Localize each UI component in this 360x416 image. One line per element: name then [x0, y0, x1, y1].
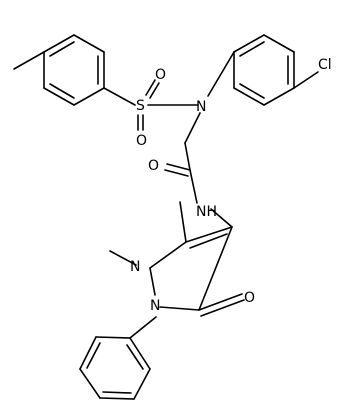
bond	[198, 226, 233, 311]
bond	[149, 267, 156, 296]
bond	[198, 293, 243, 311]
bond	[149, 241, 187, 269]
atom-label-ketone-oxygen: O	[244, 290, 255, 306]
bond	[102, 391, 132, 394]
atom-label-sulfonamide-nitrogen: N	[196, 99, 206, 115]
bond	[129, 337, 151, 370]
bond	[86, 342, 101, 369]
atom-label-sulfur: S	[136, 98, 145, 114]
atom-labels: Cl N S O O O NH N N O	[130, 57, 332, 314]
bond	[189, 169, 198, 204]
bond	[149, 82, 160, 99]
bond	[133, 368, 151, 400]
bond	[210, 208, 233, 228]
bond	[164, 169, 189, 177]
bond	[179, 201, 187, 243]
bond	[263, 87, 295, 106]
bond	[73, 87, 105, 106]
bond	[79, 336, 97, 370]
bond	[184, 112, 201, 144]
bond	[126, 344, 144, 370]
bond	[293, 71, 319, 89]
bond	[79, 368, 101, 399]
bond	[233, 87, 265, 106]
bond	[239, 41, 265, 57]
bond	[49, 41, 75, 57]
bond	[233, 34, 265, 53]
bond	[159, 306, 200, 311]
bond	[99, 397, 135, 400]
bond	[13, 51, 45, 70]
bond	[73, 34, 105, 53]
bond	[95, 336, 131, 339]
bond	[49, 83, 75, 99]
bond	[200, 299, 245, 317]
atom-label-sulfonyl-oxygen-bottom: O	[136, 133, 147, 149]
bond	[207, 51, 235, 97]
bond	[109, 250, 137, 266]
bond	[185, 226, 233, 243]
bond	[43, 87, 75, 106]
atom-label-sulfonyl-oxygen-top: O	[155, 67, 166, 83]
bond	[263, 34, 295, 53]
atom-label-amide-oxygen: O	[148, 158, 159, 174]
bond	[184, 142, 191, 171]
atom-label-ring-nitrogen-phenyl: N	[150, 298, 160, 314]
bond	[43, 34, 75, 53]
atom-label-chlorine: Cl	[318, 57, 332, 73]
bond	[103, 87, 136, 106]
atom-label-ring-nitrogen-methyl: N	[130, 259, 140, 275]
bond	[239, 83, 265, 99]
atom-label-amide-nh: NH	[196, 204, 217, 220]
bond	[189, 233, 228, 249]
bond	[129, 316, 157, 339]
bonds	[13, 34, 319, 400]
bond	[145, 79, 156, 96]
bond	[166, 163, 191, 171]
